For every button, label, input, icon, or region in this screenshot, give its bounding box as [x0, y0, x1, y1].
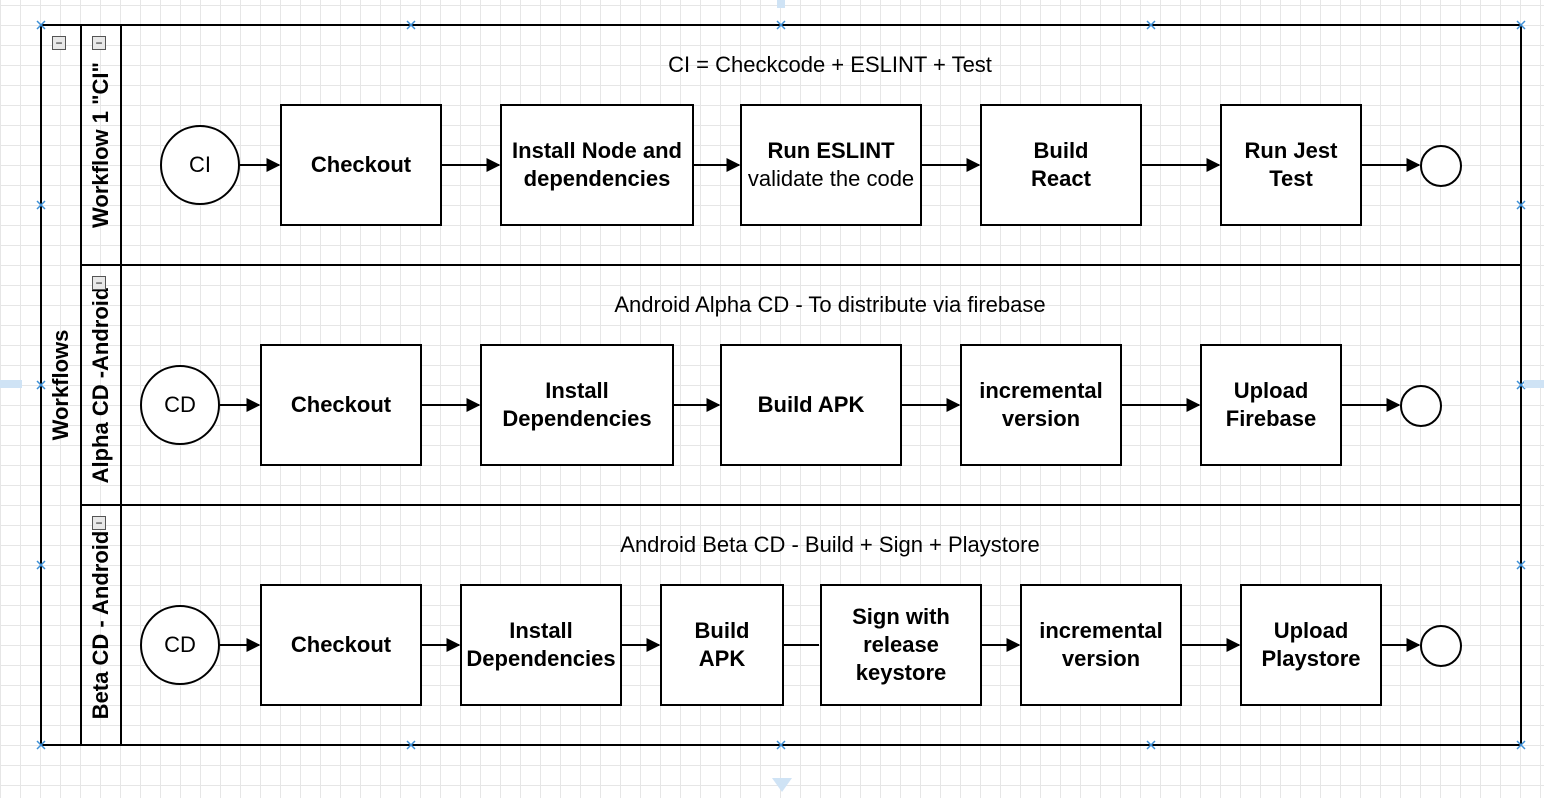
- step-install-dependencies[interactable]: Install Dependencies: [480, 344, 674, 466]
- end-event[interactable]: [1400, 385, 1442, 427]
- step-label: Install Dependencies: [466, 618, 616, 671]
- step-run-eslint[interactable]: Run ESLINT validate the code: [740, 104, 922, 226]
- step-build-apk[interactable]: Build APK: [660, 584, 784, 706]
- step-install-node[interactable]: Install Node and dependencies: [500, 104, 694, 226]
- step-label: Install Dependencies: [502, 378, 652, 431]
- step-run-jest[interactable]: Run Jest Test: [1220, 104, 1362, 226]
- lane-label-beta-cd: Beta CD - Android: [88, 530, 113, 720]
- step-sign-keystore[interactable]: Sign with release keystore: [820, 584, 982, 706]
- step-install-dependencies[interactable]: Install Dependencies: [460, 584, 622, 706]
- end-event[interactable]: [1420, 145, 1462, 187]
- step-label: Checkout: [310, 152, 412, 177]
- start-event-cd[interactable]: CD: [140, 605, 220, 685]
- lane-label-workflow-ci: Workflow 1 "CI": [88, 62, 113, 228]
- step-label: Build APK: [757, 392, 865, 417]
- step-label: Upload Firebase: [1225, 378, 1317, 431]
- minus-square-icon[interactable]: −: [92, 276, 106, 290]
- x-handle-icon[interactable]: [36, 20, 1526, 750]
- step-build-apk[interactable]: Build APK: [720, 344, 902, 466]
- start-event-ci[interactable]: CI: [160, 125, 240, 205]
- step-incremental-version[interactable]: incremental version: [960, 344, 1122, 466]
- lane-caption: Android Alpha CD - To distribute via fir…: [614, 292, 1046, 317]
- minus-square-icon[interactable]: −: [92, 516, 106, 530]
- lane-caption: Android Beta CD - Build + Sign + Playsto…: [620, 532, 1040, 557]
- step-build-react[interactable]: Build React: [980, 104, 1142, 226]
- step-incremental-version[interactable]: incremental version: [1020, 584, 1182, 706]
- lane-label-alpha-cd: Alpha CD -Android: [88, 286, 113, 484]
- end-event[interactable]: [1420, 625, 1462, 667]
- step-label: Sign with release keystore: [852, 604, 950, 685]
- start-event-cd[interactable]: CD: [140, 365, 220, 445]
- minus-square-icon[interactable]: −: [92, 36, 106, 50]
- step-upload-firebase[interactable]: Upload Firebase: [1200, 344, 1342, 466]
- step-label: Run Jest Test: [1244, 138, 1338, 191]
- step-label: incremental version: [1039, 618, 1163, 671]
- step-checkout[interactable]: Checkout: [280, 104, 442, 226]
- step-label: incremental version: [979, 378, 1103, 431]
- step-label: Build APK: [694, 618, 750, 671]
- step-checkout[interactable]: Checkout: [260, 344, 422, 466]
- step-checkout[interactable]: Checkout: [260, 584, 422, 706]
- step-label: Run ESLINT: [767, 138, 895, 163]
- minus-square-icon[interactable]: −: [52, 36, 66, 50]
- step-label: Build React: [1031, 138, 1091, 191]
- pool-label: Workflows: [48, 329, 73, 441]
- lane-caption: CI = Checkcode + ESLINT + Test: [668, 52, 992, 77]
- step-sublabel: validate the code: [747, 166, 915, 191]
- step-label: Upload Playstore: [1261, 618, 1361, 671]
- step-label: Checkout: [290, 392, 392, 417]
- step-label: Checkout: [290, 632, 392, 657]
- step-upload-playstore[interactable]: Upload Playstore: [1240, 584, 1382, 706]
- step-label: Install Node and dependencies: [512, 138, 682, 191]
